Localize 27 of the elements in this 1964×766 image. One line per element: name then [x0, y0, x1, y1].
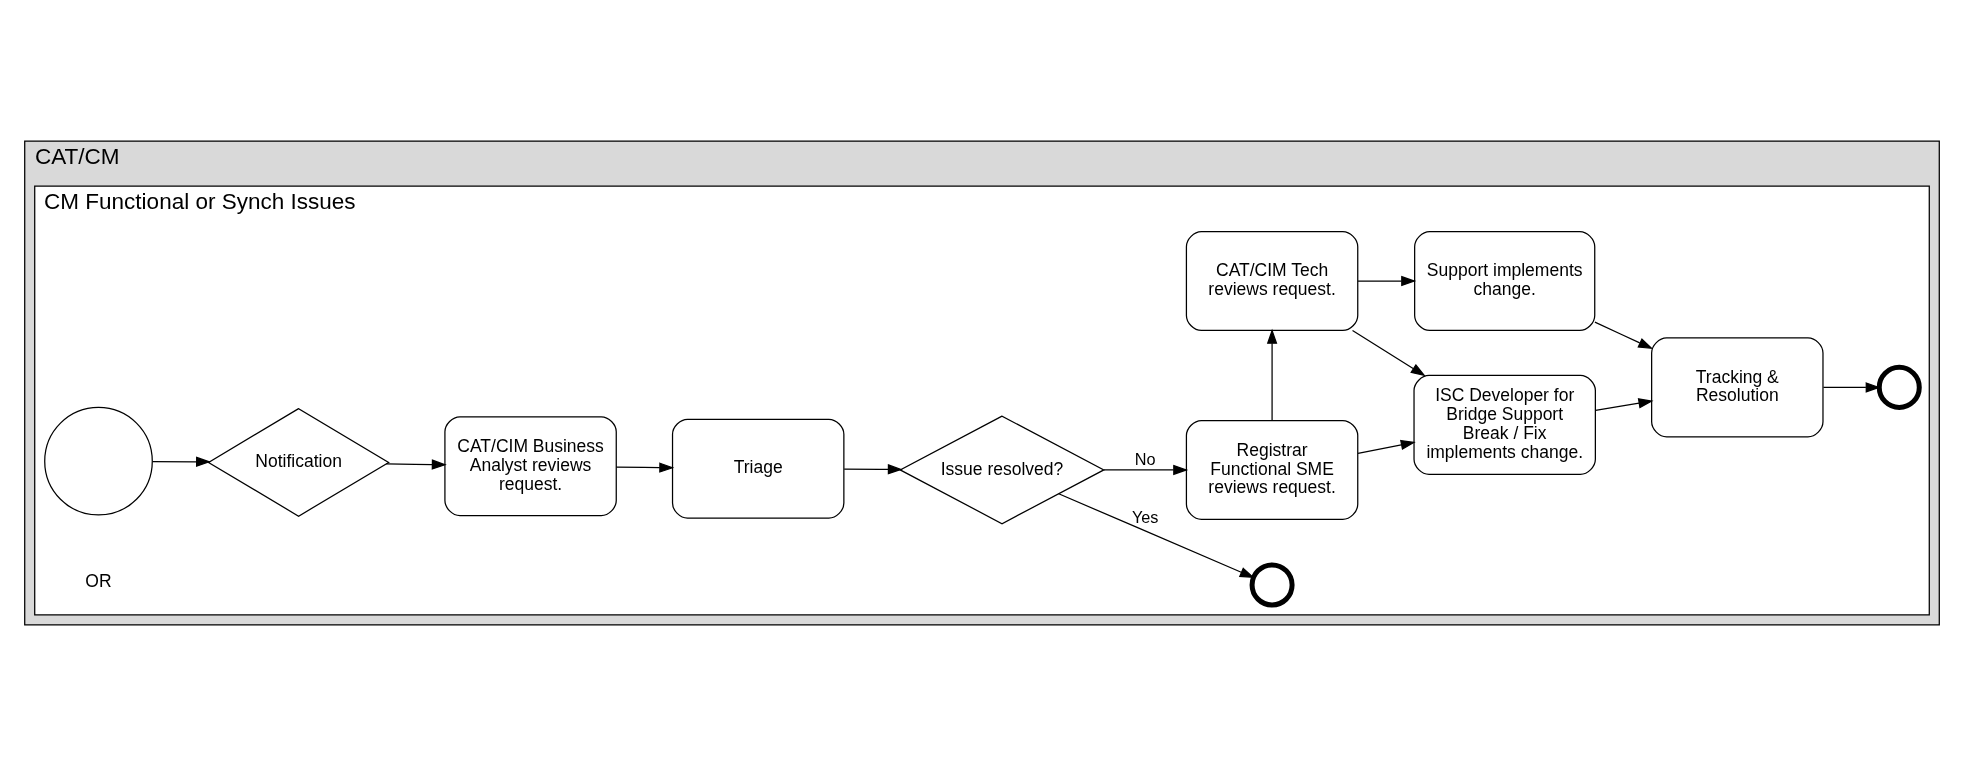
- arrow: [1058, 493, 1255, 579]
- node-circle: [44, 406, 153, 516]
- arrow: [152, 456, 212, 468]
- node-box: Triage: [671, 418, 845, 519]
- arrow: [1266, 328, 1278, 422]
- edge-label: Yes: [1131, 507, 1159, 526]
- node-box: CAT/CIM Tech reviews request.: [1185, 231, 1359, 332]
- node-diamond: Notification: [207, 407, 390, 517]
- node-diamond: Issue resolved?: [898, 415, 1106, 525]
- arrow: [385, 459, 447, 470]
- node-box: CAT/CIM Business Analyst reviews request.: [444, 416, 617, 517]
- arrow: [1594, 398, 1654, 411]
- arrow: [843, 464, 903, 475]
- node-box: Support implements change.: [1414, 231, 1596, 332]
- arrow: [1103, 464, 1189, 476]
- arrow: [1357, 439, 1416, 454]
- node-circle: [1249, 562, 1295, 608]
- node-box: Registrar Functional SME reviews request.: [1185, 419, 1359, 520]
- arrow: [1351, 329, 1426, 377]
- edge-label: No: [1134, 450, 1156, 469]
- arrow: [615, 462, 675, 473]
- node-circle: [1876, 364, 1922, 410]
- node-box: ISC Developer for Bridge Support Break / Fix implements change.: [1413, 374, 1596, 475]
- label: OR: [85, 571, 112, 592]
- arrow: [1594, 321, 1654, 350]
- node-box: Tracking & Resolution: [1651, 337, 1824, 438]
- arrow: [1357, 275, 1417, 287]
